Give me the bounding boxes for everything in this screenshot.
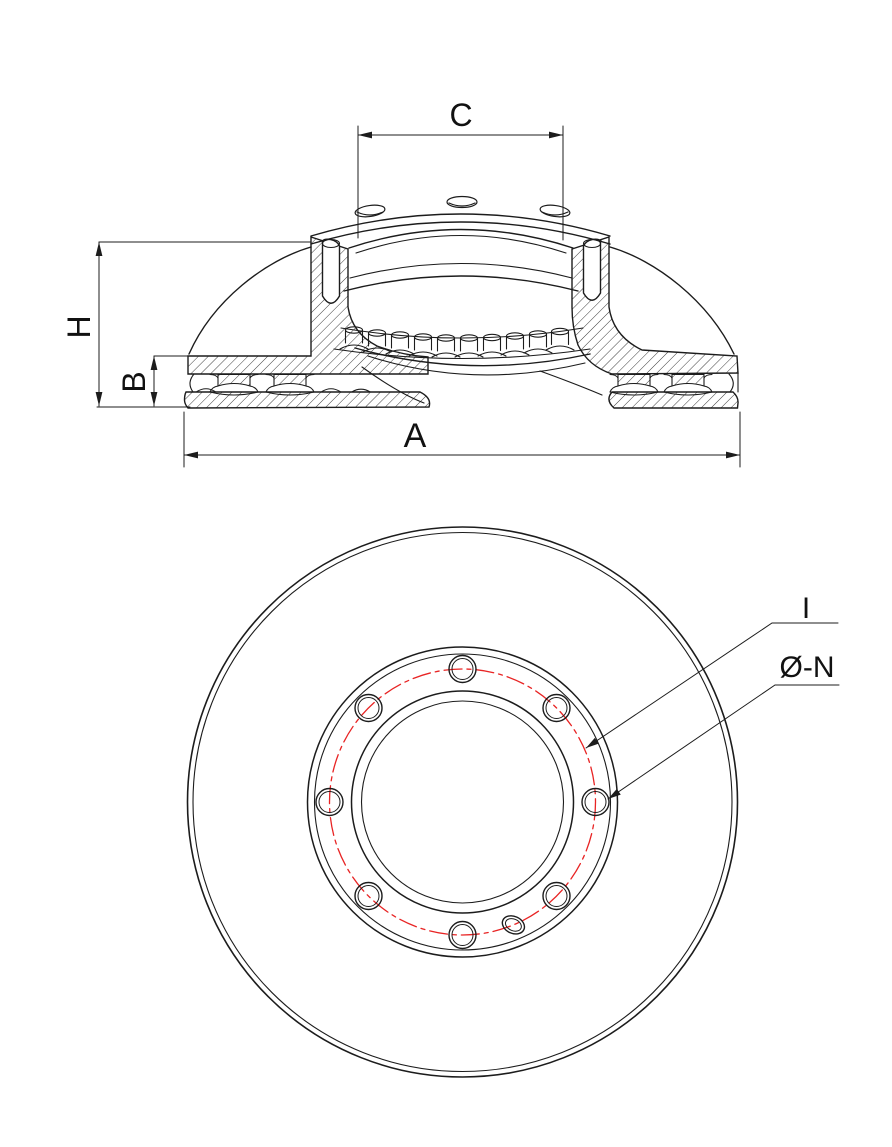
arrowhead: [184, 451, 198, 459]
bolt-circle-centerline: [328, 668, 597, 936]
cut-pillar: [609, 373, 659, 396]
channel-right-flare: [539, 370, 603, 396]
bolt-hole: [315, 787, 344, 817]
cut-pillar: [209, 373, 259, 396]
ext-line: [357, 125, 564, 241]
cut-vent-pillars-left: [196, 373, 371, 396]
dimension-H: H: [61, 241, 312, 408]
dim-label-A: A: [404, 417, 427, 455]
far-pillar: [545, 327, 575, 351]
disc-outer-inner-line: [192, 531, 733, 1073]
leader-line: [585, 622, 839, 749]
bolt-hole: [542, 693, 571, 723]
arrowhead: [586, 737, 599, 748]
leader-line: [607, 684, 840, 800]
flange-inner-lip-top: [348, 228, 574, 249]
flange-outer-lower-edge: [310, 221, 611, 245]
cut-vent-pillars-right: [609, 373, 713, 396]
dimension-A: A: [183, 411, 741, 468]
far-pillar: [500, 332, 530, 356]
section-view: C H B: [61, 97, 741, 468]
far-pillar: [523, 330, 553, 354]
arrowhead: [95, 392, 103, 406]
left-bolt-bore: [321, 238, 341, 304]
hub-flange-circle: [306, 646, 619, 958]
dim-label-C: C: [449, 97, 472, 133]
dim-label-H: H: [61, 315, 97, 338]
arrowhead: [150, 356, 158, 370]
cut-pillar: [663, 373, 713, 396]
flange-hole-right: [539, 204, 571, 218]
pillar-band-top-arc: [340, 327, 584, 339]
flange-hole-center-depth: [448, 202, 476, 207]
channel-left-flare: [361, 366, 425, 404]
flange-hole-right-depth: [541, 211, 569, 216]
flange-outer-top-edge: [310, 213, 611, 237]
hub-flange-inner-line: [313, 653, 612, 951]
leader-bolt-hole-diameter: Ø-N: [607, 651, 840, 800]
bolt-hole: [542, 881, 571, 911]
bolt-hole: [448, 654, 477, 684]
right-bell-silhouette: [609, 246, 735, 355]
right-rim-slot: [728, 373, 734, 393]
arrowhead: [150, 392, 158, 406]
far-pillar: [477, 333, 507, 357]
far-vent-pillars: [333, 326, 591, 360]
bolt-holes: [315, 654, 610, 950]
arrowhead: [358, 131, 372, 139]
label-bolt-circle: I: [802, 592, 810, 625]
arrowhead: [95, 242, 103, 256]
dim-label-B: B: [116, 371, 152, 392]
flange-bolt-bores: [321, 238, 602, 304]
far-pillar: [385, 331, 415, 355]
dimension-C: C: [357, 97, 564, 241]
bolt-hole: [581, 787, 610, 817]
flange-hole-center: [446, 195, 478, 209]
bolt-hole: [354, 881, 383, 911]
bolt-hole: [448, 920, 477, 950]
pillar-band-base-arc: [333, 348, 591, 360]
gap-floor-foot: [196, 388, 371, 393]
leader-bolt-circle: I: [585, 592, 839, 749]
flange-hole-left: [354, 204, 386, 218]
channel-floor-arc-1: [354, 347, 591, 367]
right-bottom-plate-section: [608, 391, 739, 409]
right-wall-top-plate-section: [571, 236, 739, 375]
dimension-B: B: [116, 355, 191, 407]
right-bolt-bore: [582, 238, 602, 301]
label-bolt-hole-diameter: Ø-N: [780, 651, 835, 684]
section-cut-faces: [183, 236, 739, 409]
bolt-hole: [354, 693, 383, 723]
hub-bore-inner-line: [360, 700, 565, 904]
left-wall-top-plate-section: [187, 236, 429, 375]
hub-bore-circle: [350, 690, 575, 914]
arrowhead: [608, 788, 621, 799]
left-bottom-plate-section: [183, 391, 431, 409]
channel-floor-arc-2: [367, 355, 586, 376]
arrowhead: [549, 131, 563, 139]
ext-line: [96, 241, 312, 408]
barrel-arc-upper: [349, 262, 573, 279]
left-bolt-bore-opening: [321, 238, 341, 249]
flange-inner-lip-lower: [355, 235, 567, 254]
flange-hole-left-depth: [356, 211, 384, 216]
far-pillar: [408, 333, 438, 357]
left-rim-slot: [189, 373, 195, 393]
far-pillar: [454, 334, 484, 358]
cut-pillar: [265, 373, 315, 396]
front-view: I Ø-N: [186, 526, 840, 1078]
ext-line: [183, 411, 741, 468]
flange-face-holes: [354, 195, 571, 218]
arrowhead: [726, 451, 740, 459]
left-bell-silhouette: [188, 246, 312, 355]
locating-hole: [501, 915, 526, 935]
disc-outer-circle: [186, 526, 739, 1078]
dimensions: C H B: [61, 97, 741, 468]
far-pillar: [339, 326, 369, 350]
hub-flange: [310, 195, 611, 254]
barrel-arc-lower: [343, 275, 579, 292]
